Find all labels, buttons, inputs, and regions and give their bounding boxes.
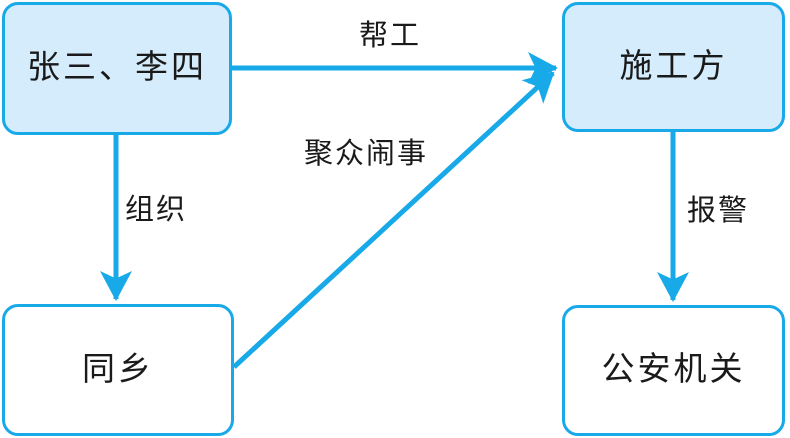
node-label-zhang-li: 张三、李四 <box>27 50 207 86</box>
node-zhang-li[interactable]: 张三、李四 <box>2 2 232 135</box>
node-label-fellow-villagers: 同乡 <box>82 351 154 388</box>
node-label-contractor: 施工方 <box>619 48 728 85</box>
edge-label-call-police: 报警 <box>687 195 750 227</box>
edge-line-mob-disturbance <box>232 71 555 369</box>
node-label-public-security: 公安机关 <box>601 352 746 388</box>
node-fellow-villagers[interactable]: 同乡 <box>2 304 234 436</box>
node-contractor[interactable]: 施工方 <box>562 2 785 132</box>
edge-label-help-work: 帮工 <box>359 20 422 52</box>
node-public-security[interactable]: 公安机关 <box>562 305 785 436</box>
edge-label-mob-disturbance: 聚众闹事 <box>304 138 429 170</box>
edge-label-organize: 组织 <box>125 194 188 226</box>
